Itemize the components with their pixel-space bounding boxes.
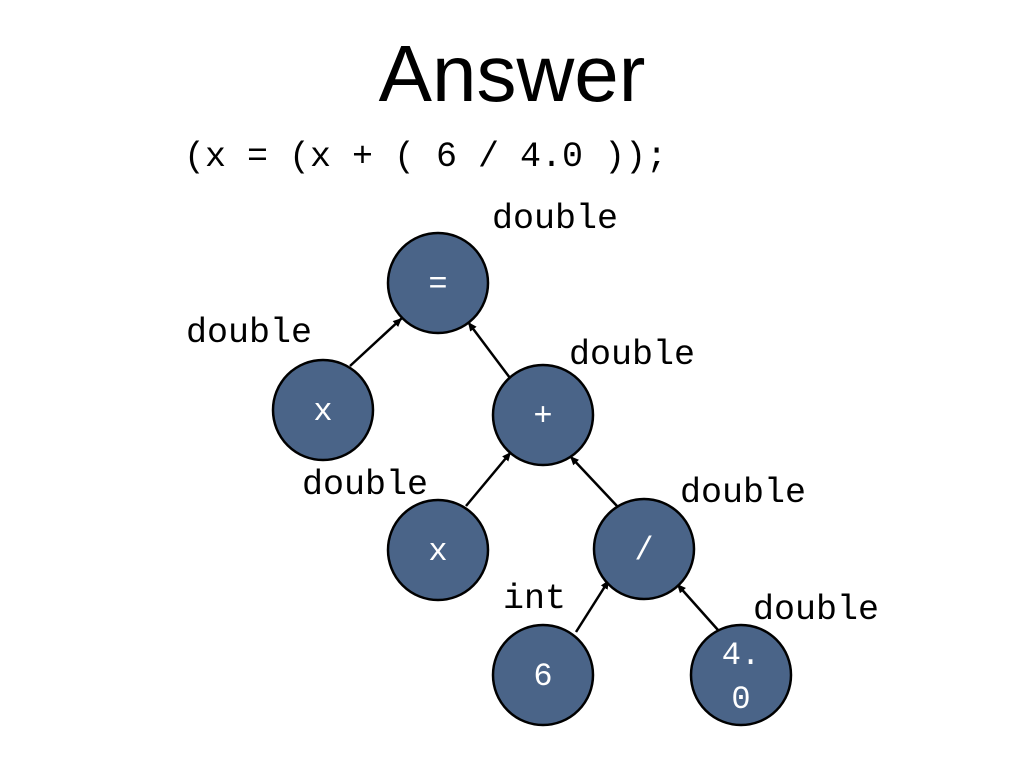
type-label-divide: double — [680, 473, 806, 513]
node-divide: / — [592, 497, 696, 601]
node-x-inner-label: x — [428, 533, 447, 570]
edge-four-to-div — [676, 583, 719, 631]
edge-x2-to-plus — [465, 451, 512, 507]
expression-code: (x = (x + ( 6 / 4.0 )); — [184, 137, 668, 177]
node-four-label-line1: 4. — [722, 637, 760, 674]
node-divide-label: / — [634, 532, 653, 569]
node-assign: = — [386, 231, 490, 335]
type-label-x-left: double — [186, 313, 312, 353]
edge-div-to-plus — [569, 455, 618, 507]
node-plus: + — [491, 363, 595, 467]
node-assign-label: = — [428, 266, 447, 303]
slide-title: Answer — [378, 29, 646, 118]
node-four-point-zero: 4. 0 — [689, 623, 793, 727]
node-x-left: x — [271, 358, 375, 462]
type-label-plus: double — [569, 335, 695, 375]
node-x-inner: x — [386, 498, 490, 602]
node-six-label: 6 — [533, 658, 552, 695]
edge-six-to-div — [574, 579, 611, 633]
node-six: 6 — [491, 623, 595, 727]
node-plus-label: + — [533, 398, 552, 435]
edge-plus-to-assign — [467, 321, 511, 379]
node-x-left-label: x — [313, 393, 332, 430]
type-label-assign: double — [492, 199, 618, 239]
node-four-label-line2: 0 — [731, 681, 750, 718]
type-label-six: int — [503, 579, 566, 619]
type-label-four: double — [753, 590, 879, 630]
type-label-x-inner: double — [302, 465, 428, 505]
edge-x1-to-assign — [349, 317, 403, 367]
type-annotations: double double double double double int d… — [186, 199, 879, 630]
tree-edges — [349, 317, 719, 633]
